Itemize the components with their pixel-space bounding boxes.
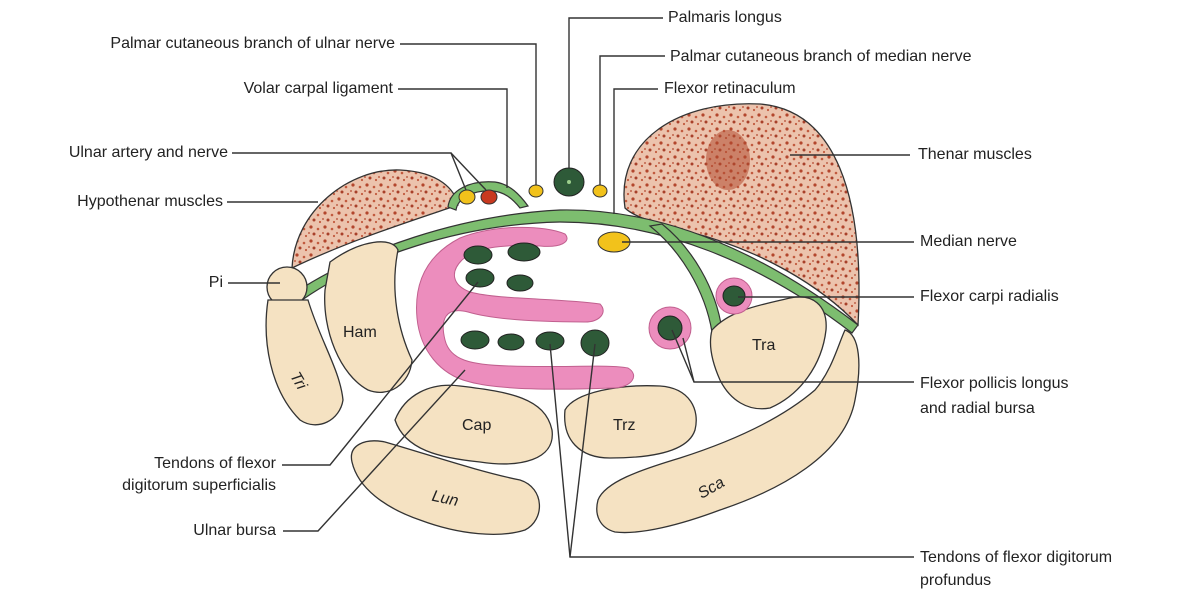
label-fdp-line1: Tendons of flexor digitorum [920,548,1112,567]
bone-label-trz: Trz [613,417,636,434]
bone-label-ham: Ham [343,324,377,341]
palmar-cut-branch-ulnar [529,185,543,197]
leader-palmar-cut-ulnar [400,44,536,185]
label-fpl-line1: Flexor pollicis longus [920,374,1069,393]
palmaris-longus-dot [567,180,571,184]
label-palmar-cut-median: Palmar cutaneous branch of median nerve [670,47,972,66]
label-fds-line1: Tendons of flexor [154,454,276,473]
flexor-pollicis-longus-tendon [658,316,682,340]
ulnar-artery [481,190,497,204]
fds-tendon-4 [507,275,533,291]
label-palmaris-longus: Palmaris longus [668,8,782,27]
label-pi: Pi [209,273,223,292]
label-volar-carpal: Volar carpal ligament [244,79,393,98]
label-fpl-line2: and radial bursa [920,399,1035,418]
label-fdp-line2: profundus [920,571,991,590]
label-ulnar-artery-nerve: Ulnar artery and nerve [69,143,228,162]
fdp-tendon-1 [461,331,489,349]
label-hypothenar: Hypothenar muscles [77,192,223,211]
label-fcr: Flexor carpi radialis [920,287,1059,306]
flexor-carpi-radialis-tendon [723,286,745,306]
label-flexor-retinaculum: Flexor retinaculum [664,79,796,98]
bone-label-cap: Cap [462,417,491,434]
bone-hamate [325,242,412,393]
ulnar-nerve [459,190,475,204]
label-palmar-cut-ulnar: Palmar cutaneous branch of ulnar nerve [110,34,395,53]
fdp-tendon-4 [581,330,609,356]
label-fds-line2: digitorum superficialis [122,476,276,495]
fdp-tendon-2 [498,334,524,350]
palmar-cut-branch-median [593,185,607,197]
label-ulnar-bursa: Ulnar bursa [193,521,276,540]
label-thenar: Thenar muscles [918,145,1032,164]
thenar-dark-patch [706,130,750,190]
bone-label-tra: Tra [752,337,776,354]
fds-tendon-2 [508,243,540,261]
label-median-nerve: Median nerve [920,232,1017,251]
fds-tendon-3 [466,269,494,287]
fds-tendon-1 [464,246,492,264]
